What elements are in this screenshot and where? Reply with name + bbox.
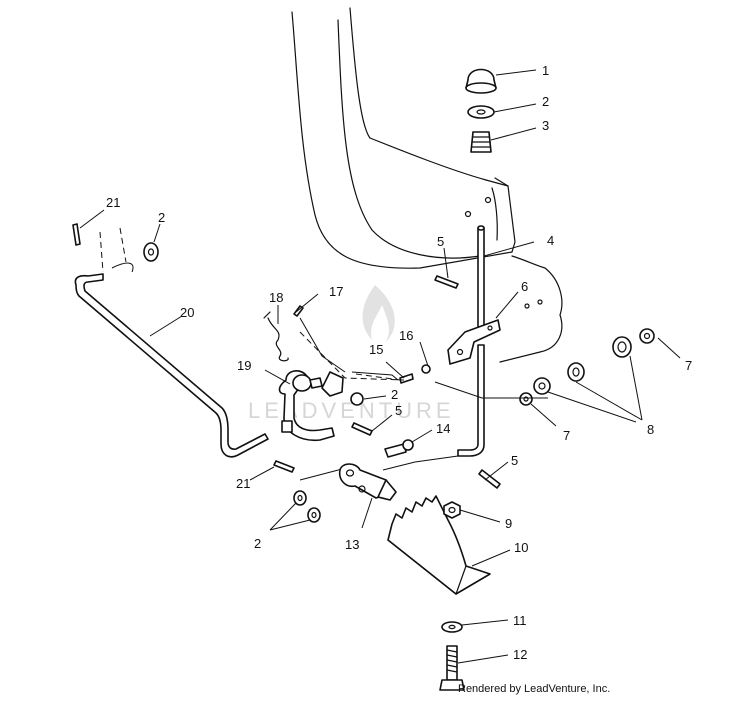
callout-6: 6 bbox=[521, 279, 528, 294]
pedal-arm-part-13 bbox=[338, 463, 397, 501]
callout-2-mid: 2 bbox=[391, 387, 398, 402]
watermark: LEADVENTURE bbox=[248, 285, 455, 423]
bolt-part-12 bbox=[439, 645, 465, 691]
callout-4: 4 bbox=[547, 233, 554, 248]
pin-part-14 bbox=[384, 439, 414, 458]
washer-part-11 bbox=[441, 621, 463, 633]
callout-21-top: 21 bbox=[106, 195, 120, 210]
callout-18: 18 bbox=[269, 290, 283, 305]
leader-lines bbox=[79, 69, 681, 664]
callout-19: 19 bbox=[237, 358, 251, 373]
callout-2-bottom: 2 bbox=[254, 536, 261, 551]
rod-part-20 bbox=[74, 273, 269, 458]
washer-part-2-top bbox=[467, 105, 495, 119]
pedal-part-10 bbox=[387, 495, 491, 595]
pin-part-21-top bbox=[72, 223, 81, 246]
bushing-part-8-right bbox=[612, 336, 632, 358]
cap-part-1 bbox=[465, 68, 497, 94]
bushing-part-8-left bbox=[533, 377, 551, 395]
callout-11: 11 bbox=[513, 613, 527, 628]
callout-2-left: 2 bbox=[158, 210, 165, 225]
cotter-pin-5-top bbox=[434, 275, 459, 289]
flame-logo bbox=[362, 285, 395, 342]
bracket-part-6 bbox=[447, 319, 501, 365]
callout-15: 15 bbox=[369, 342, 383, 357]
frame-panel bbox=[291, 7, 563, 363]
callout-12: 12 bbox=[513, 647, 527, 662]
pin-part-5-right bbox=[478, 469, 501, 489]
washer-part-7-left bbox=[519, 392, 533, 406]
callout-3: 3 bbox=[542, 118, 549, 133]
callout-1: 1 bbox=[542, 63, 549, 78]
pin-part-21-bottom bbox=[273, 460, 295, 473]
callout-5: 5 bbox=[437, 234, 444, 249]
callout-20: 20 bbox=[180, 305, 194, 320]
render-credit: Rendered by LeadVenture, Inc. bbox=[458, 683, 611, 695]
callout-5-mid: 5 bbox=[395, 403, 402, 418]
callout-10: 10 bbox=[514, 540, 528, 555]
callout-5-right: 5 bbox=[511, 453, 518, 468]
bushing-part-8-mid bbox=[567, 362, 585, 382]
clevis-bracket bbox=[321, 371, 344, 397]
callout-13: 13 bbox=[345, 537, 359, 552]
washer-part-2-bottom-a bbox=[293, 490, 307, 506]
callout-21-bottom: 21 bbox=[236, 476, 250, 491]
callout-16: 16 bbox=[399, 328, 413, 343]
callouts: 1 2 3 4 5 6 7 7 8 9 10 11 12 13 14 5 15 … bbox=[106, 63, 692, 662]
washer-part-2-bottom-b bbox=[307, 507, 321, 523]
spring-part-3 bbox=[470, 131, 492, 153]
washer-part-16 bbox=[421, 364, 431, 374]
washer-part-7-right bbox=[639, 328, 655, 344]
callout-8: 8 bbox=[647, 422, 654, 437]
lever-part-19 bbox=[278, 370, 335, 442]
nut-part-9 bbox=[443, 501, 461, 519]
callout-17: 17 bbox=[329, 284, 343, 299]
washer-part-2-mid bbox=[350, 392, 364, 406]
spring-part-18 bbox=[263, 311, 289, 362]
callout-7-right: 7 bbox=[685, 358, 692, 373]
pin-part-15 bbox=[399, 373, 414, 384]
pin-part-5-mid bbox=[351, 422, 373, 436]
callout-14: 14 bbox=[436, 421, 450, 436]
watermark-text: LEADVENTURE bbox=[248, 398, 455, 423]
callout-9: 9 bbox=[505, 516, 512, 531]
callout-2: 2 bbox=[542, 94, 549, 109]
callout-7-left: 7 bbox=[563, 428, 570, 443]
washer-part-2-left bbox=[143, 242, 159, 262]
